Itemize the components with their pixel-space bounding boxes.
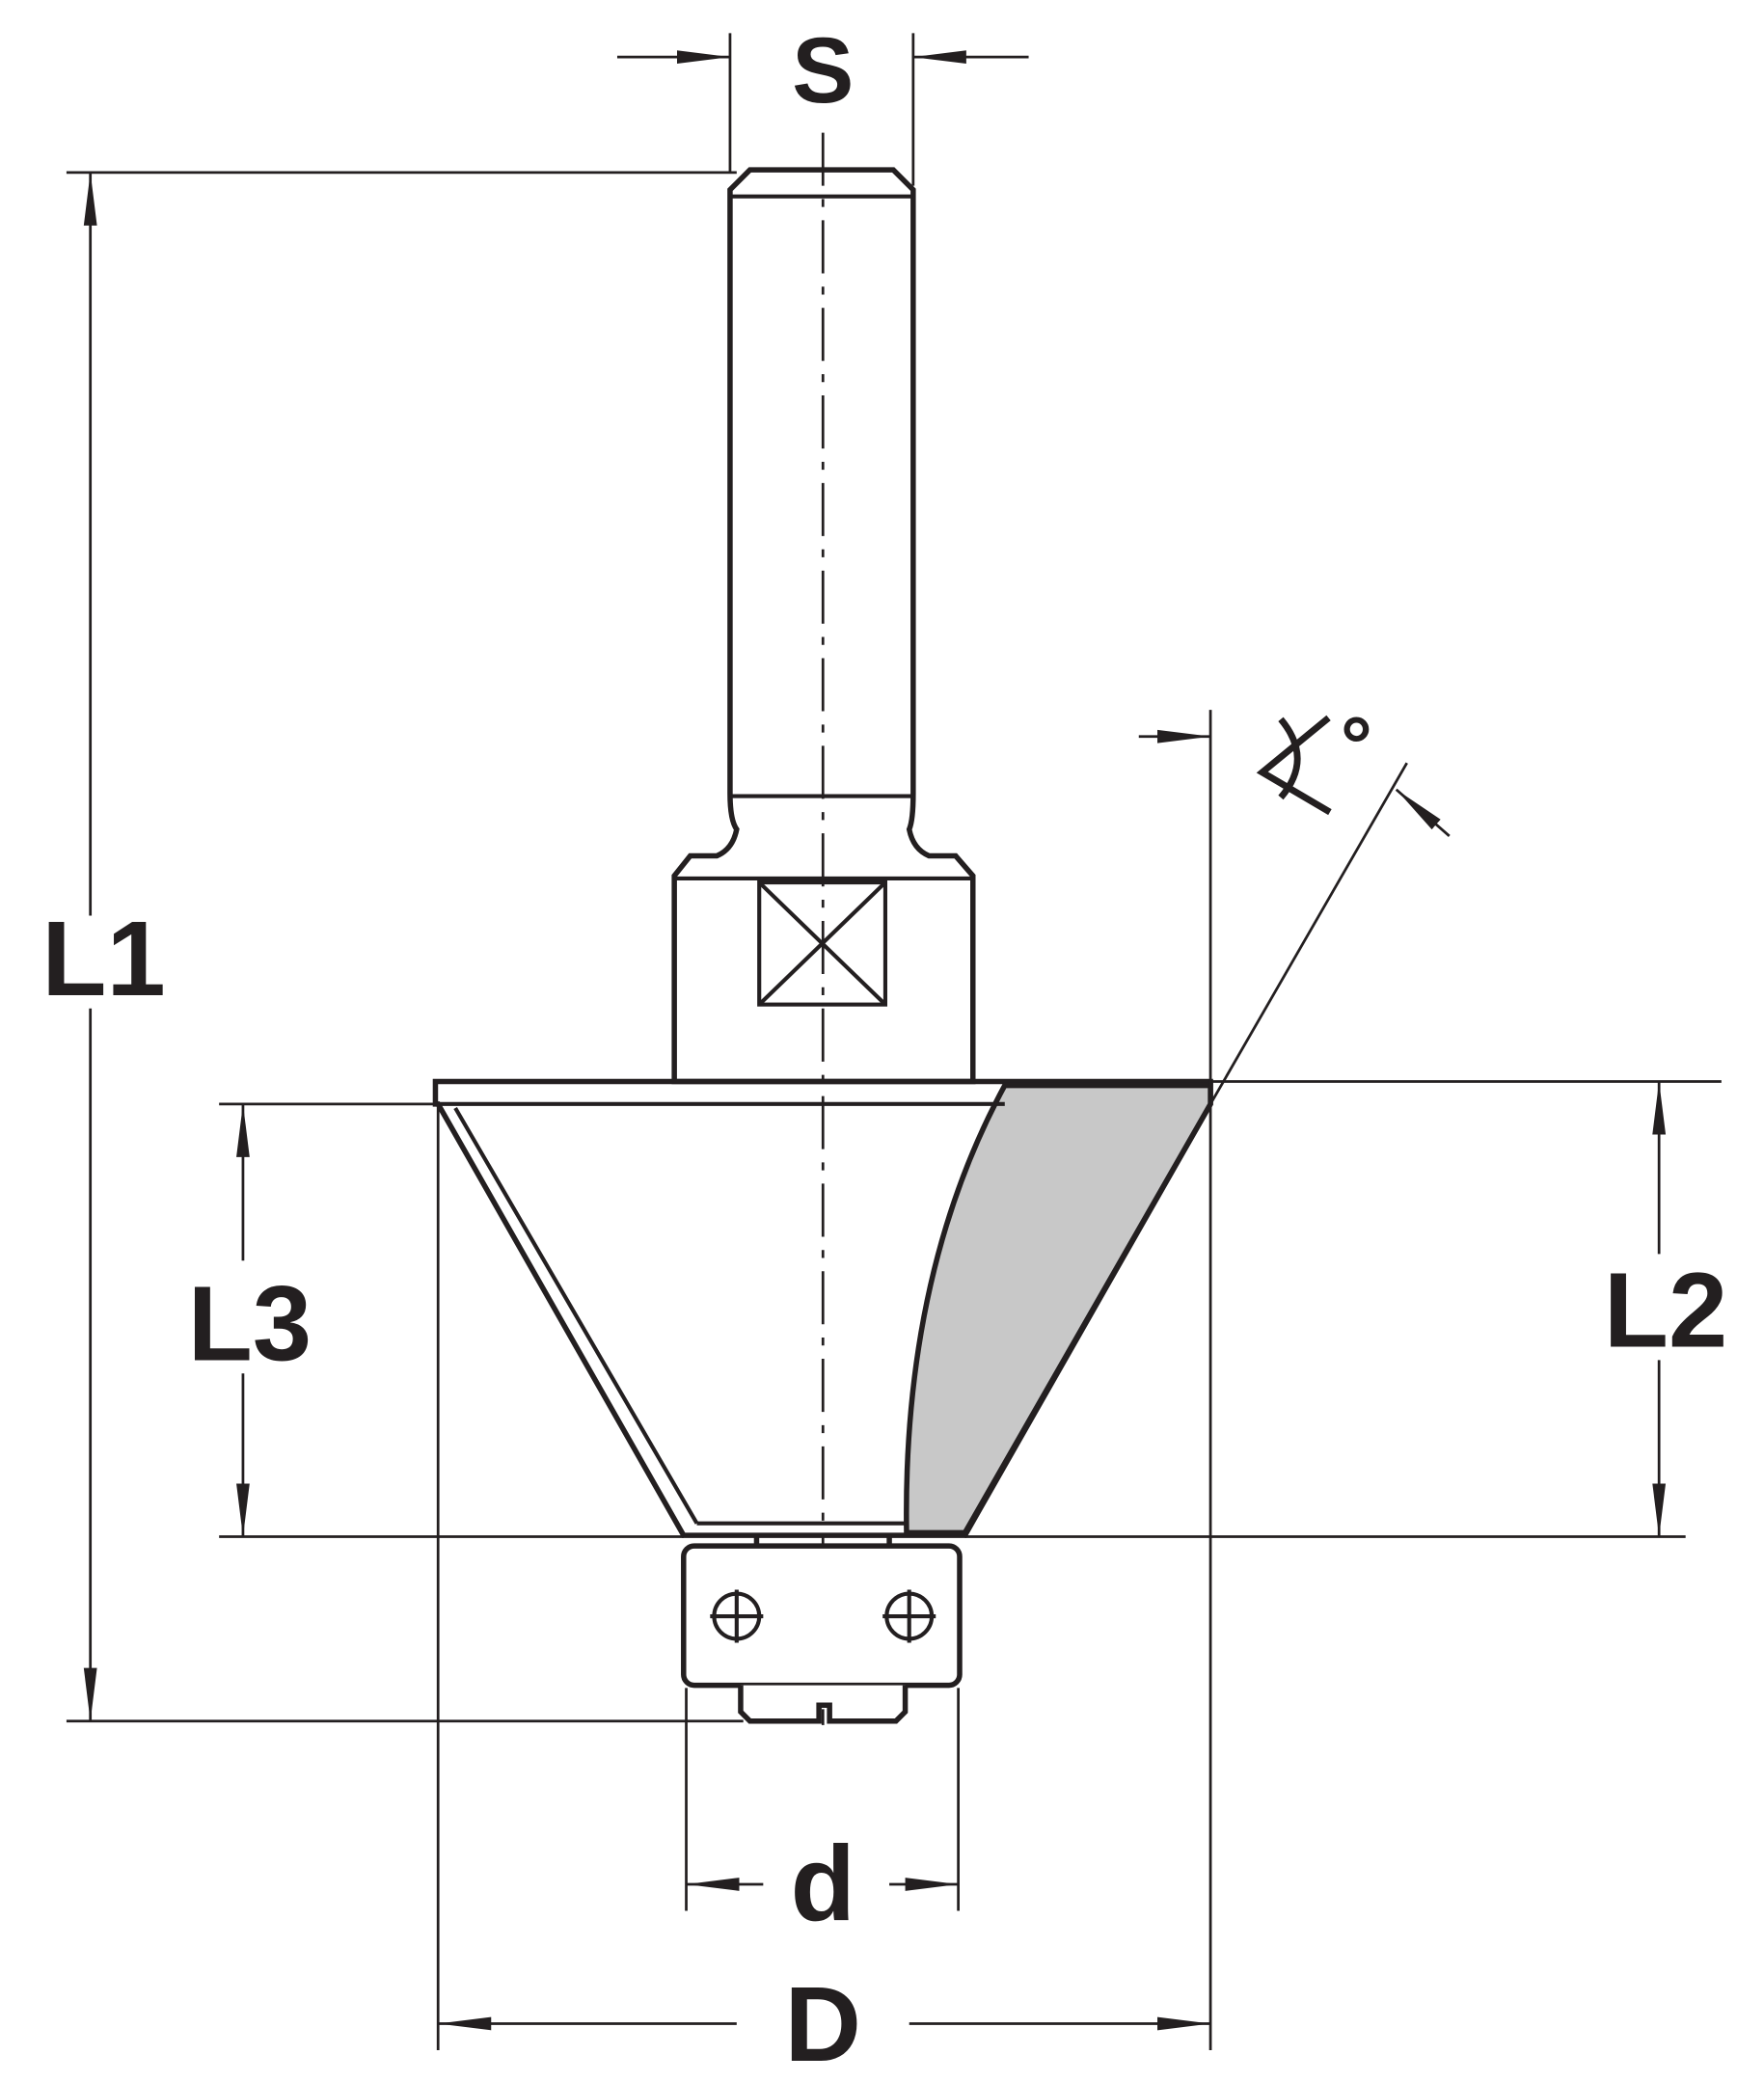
dimension-d-outer — [436, 710, 1212, 2050]
label-l2: L2 — [1604, 1252, 1727, 1370]
wrench-flat-icon — [757, 879, 888, 1007]
dimension-d-bearing — [685, 1688, 960, 1911]
screw-icon — [710, 1589, 764, 1643]
dimension-angle — [1138, 729, 1451, 1105]
bearing — [681, 1535, 963, 1724]
cutting-edge — [904, 1082, 1213, 1536]
dimension-l2 — [964, 1080, 1722, 1538]
label-d-bearing: d — [791, 1825, 855, 1943]
dimension-s — [616, 33, 1029, 186]
screw-icon — [882, 1589, 936, 1643]
label-l3: L3 — [188, 1264, 312, 1383]
dimension-l3 — [219, 1102, 684, 1538]
angle-icon — [1256, 715, 1332, 816]
label-s: S — [792, 19, 854, 122]
label-l1: L1 — [41, 900, 165, 1018]
dimension-l1 — [66, 171, 744, 1723]
angle-unit: ° — [1341, 701, 1372, 790]
label-d-outer: D — [785, 1965, 862, 2082]
